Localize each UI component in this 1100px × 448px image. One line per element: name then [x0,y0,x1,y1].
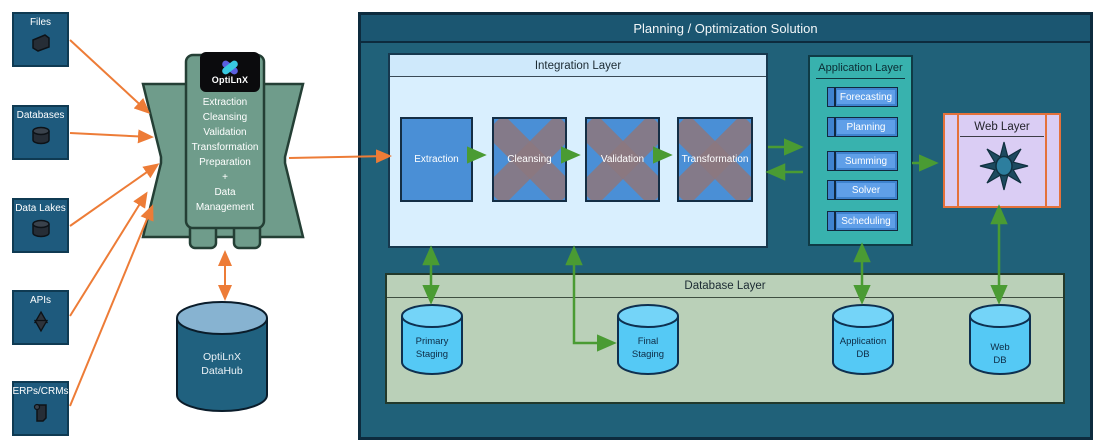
application-db-label: Application DB [839,336,887,360]
step-label: Cleansing [507,154,552,165]
web-layer-right-line [1045,115,1047,206]
web-star-icon [979,141,1029,191]
capability: Management [195,202,255,213]
capability: Data [214,187,236,198]
solution-title: Planning / Optimization Solution [633,20,818,36]
capability: Validation [203,127,247,138]
database-icon [31,126,50,145]
database-layer-header: Database Layer [387,275,1063,298]
module-forecasting[interactable]: Forecasting [827,87,898,107]
web-db-label: Web DB [990,342,1010,366]
capability: Cleansing [202,112,248,123]
module-left-bar [834,118,836,136]
primary-staging-cylinder[interactable] [401,304,463,378]
optilnx-funnel-shape [141,53,305,250]
web-layer-title: Web Layer [960,118,1044,137]
capability: + [222,172,228,183]
connector-files-to-funnel [69,39,151,115]
module-left-bar [834,212,836,230]
data-lake-icon [31,219,50,238]
capability: Preparation [199,157,251,168]
database-layer-title: Database Layer [684,280,766,292]
funnel-capability-list: Extraction Cleansing Validation Transfor… [183,95,267,215]
application-layer: Application Layer Forecasting Planning S… [808,55,913,246]
source-box-erps-crms[interactable]: ERPs/CRMs [12,381,69,436]
module-solver[interactable]: Solver [827,180,898,200]
module-left-bar [834,152,836,170]
source-box-databases[interactable]: Databases [12,105,69,160]
web-layer: Web Layer [943,113,1061,208]
optilnx-logo-text: OptiLnX [211,74,249,85]
module-label: Forecasting [837,90,895,104]
module-label: Solver [837,183,895,197]
step-extraction[interactable]: Extraction [400,117,473,202]
application-layer-title: Application Layer [816,57,905,79]
final-staging-cylinder[interactable] [617,304,679,378]
module-label: Scheduling [837,214,895,228]
integration-layer-header: Integration Layer [390,55,766,77]
source-label: APIs [29,295,52,306]
module-scheduling[interactable]: Scheduling [827,211,898,231]
step-transformation[interactable]: Transformation [677,117,753,202]
step-cleansing[interactable]: Cleansing [492,117,567,202]
capability: Transformation [191,142,259,153]
module-left-bar [834,88,836,106]
optilnx-logo: OptiLnX [200,52,260,92]
source-label: Data Lakes [15,203,66,214]
step-label: Extraction [414,154,459,165]
source-box-data-lakes[interactable]: Data Lakes [12,198,69,253]
file-icon [31,34,50,52]
scroll-icon [33,403,47,422]
module-label: Summing [837,154,895,168]
application-db-cylinder[interactable] [832,304,894,378]
web-layer-left-line [957,115,959,206]
solution-title-bar: Planning / Optimization Solution [361,15,1090,43]
module-planning[interactable]: Planning [827,117,898,137]
connector-apis-to-funnel [69,191,148,317]
source-label: Databases [16,110,65,121]
module-left-bar [834,181,836,199]
datahub-label-line2: DataHub [201,365,243,377]
step-validation[interactable]: Validation [585,117,660,202]
source-label: Files [29,17,52,28]
module-label: Planning [837,120,895,134]
api-star-icon [33,310,48,333]
web-db-cylinder[interactable] [969,304,1031,378]
database-layer: Database Layer [385,273,1065,404]
module-summing[interactable]: Summing [827,151,898,171]
primary-staging-label: Primary Staging [415,336,449,360]
optilnx-pills-icon [218,58,242,76]
datahub-cylinder [176,301,268,412]
integration-layer: Integration Layer Extraction Cleansing V… [388,53,768,248]
final-staging-label: Final Staging [631,336,665,360]
capability: Extraction [202,97,248,108]
connector-databases-to-funnel [69,129,154,144]
datahub-label-line1: OptiLnX [203,351,241,363]
source-label: ERPs/CRMs [12,386,69,397]
step-label: Transformation [681,154,749,165]
source-box-files[interactable]: Files [12,12,69,67]
source-box-apis[interactable]: APIs [12,290,69,345]
integration-layer-title: Integration Layer [534,59,622,72]
datahub-label: OptiLnX DataHub [176,350,268,378]
step-label: Validation [600,154,645,165]
